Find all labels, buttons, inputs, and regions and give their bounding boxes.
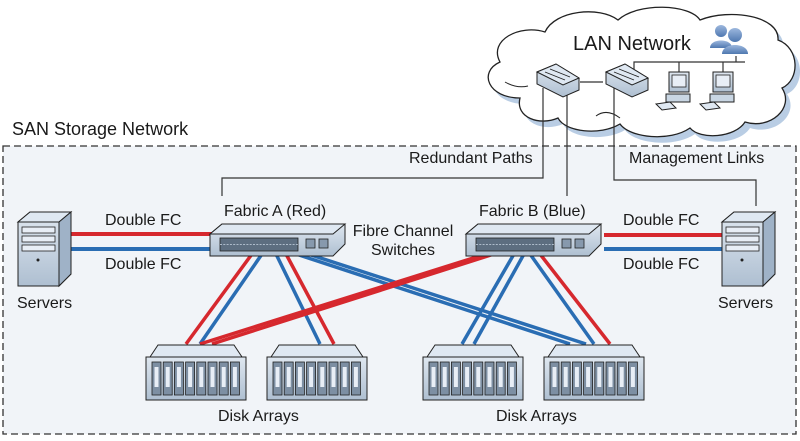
server-fc-links xyxy=(70,232,722,251)
disk-slot xyxy=(442,367,447,387)
disk-slot xyxy=(309,367,314,387)
disk-slot xyxy=(188,367,193,387)
disk-array-1 xyxy=(145,344,247,401)
disk-slot xyxy=(487,367,492,387)
users-icon xyxy=(710,25,748,54)
disk-slot xyxy=(154,367,159,387)
workstation-2 xyxy=(698,71,735,111)
fabric-b-label: Fabric B (Blue) xyxy=(479,203,586,220)
disk-arrays xyxy=(145,344,645,401)
disk-slot xyxy=(597,367,602,387)
disk-arrays-left-label: Disk Arrays xyxy=(218,408,299,425)
disk-slot xyxy=(431,367,436,387)
lan-title: LAN Network xyxy=(573,33,691,55)
disk-array-3 xyxy=(422,344,524,401)
disk-slot xyxy=(210,367,215,387)
san-title: SAN Storage Network xyxy=(12,119,189,139)
fabric-a-label: Fabric A (Red) xyxy=(224,203,327,220)
disk-slot xyxy=(286,367,291,387)
disk-slot xyxy=(453,367,458,387)
right-fc-top-label: Double FC xyxy=(623,212,700,229)
disk-slot xyxy=(619,367,624,387)
lan-internal-links xyxy=(580,56,745,83)
server-right xyxy=(720,210,777,288)
disk-slot xyxy=(509,367,514,387)
disk-slot xyxy=(297,367,302,387)
disk-arrays-right-label: Disk Arrays xyxy=(496,408,577,425)
disk-slot xyxy=(552,367,557,387)
right-servers-label: Servers xyxy=(718,295,774,312)
disk-slot xyxy=(342,367,347,387)
fc-switches-label-line2: Switches xyxy=(370,242,436,259)
fabric-links xyxy=(184,250,612,346)
disk-array-top xyxy=(270,344,364,358)
left-fc-bottom-label: Double FC xyxy=(105,256,182,273)
lan-san-links xyxy=(221,86,757,206)
disk-slot xyxy=(331,367,336,387)
disk-array-body xyxy=(266,356,368,401)
fc-switch-fabric-b xyxy=(464,223,603,257)
disk-slot xyxy=(465,367,470,387)
lan-switch-2 xyxy=(604,63,650,98)
disk-slot xyxy=(165,367,170,387)
right-fc-bottom-label: Double FC xyxy=(623,256,700,273)
fc-switches-label-line1: Fibre Channel xyxy=(352,223,454,240)
disk-array-2 xyxy=(266,344,368,401)
management-links-label: Management Links xyxy=(629,150,765,167)
lan-switch-1 xyxy=(535,63,581,98)
disk-array-top xyxy=(149,344,243,358)
disk-slot xyxy=(353,367,358,387)
disk-slot xyxy=(275,367,280,387)
disk-array-4 xyxy=(543,344,645,401)
server-left xyxy=(16,210,73,288)
disk-slot xyxy=(221,367,226,387)
disk-array-body xyxy=(543,356,645,401)
disk-slot xyxy=(199,367,204,387)
disk-slot xyxy=(563,367,568,387)
disk-array-body xyxy=(422,356,524,401)
disk-array-top xyxy=(547,344,641,358)
lan-cloud xyxy=(487,6,800,143)
disk-slot xyxy=(476,367,481,387)
disk-slot xyxy=(498,367,503,387)
left-fc-top-label: Double FC xyxy=(105,212,182,229)
fc-switch-fabric-a xyxy=(208,223,347,257)
disk-slot xyxy=(574,367,579,387)
disk-slot xyxy=(608,367,613,387)
disk-array-body xyxy=(145,356,247,401)
left-servers-label: Servers xyxy=(17,295,73,312)
disk-slot xyxy=(630,367,635,387)
workstation-1 xyxy=(654,71,691,111)
disk-array-top xyxy=(426,344,520,358)
disk-slot xyxy=(586,367,591,387)
disk-slot xyxy=(176,367,181,387)
disk-slot xyxy=(232,367,237,387)
redundant-paths-label: Redundant Paths xyxy=(409,150,533,167)
disk-slot xyxy=(320,367,325,387)
san-region xyxy=(2,145,797,435)
